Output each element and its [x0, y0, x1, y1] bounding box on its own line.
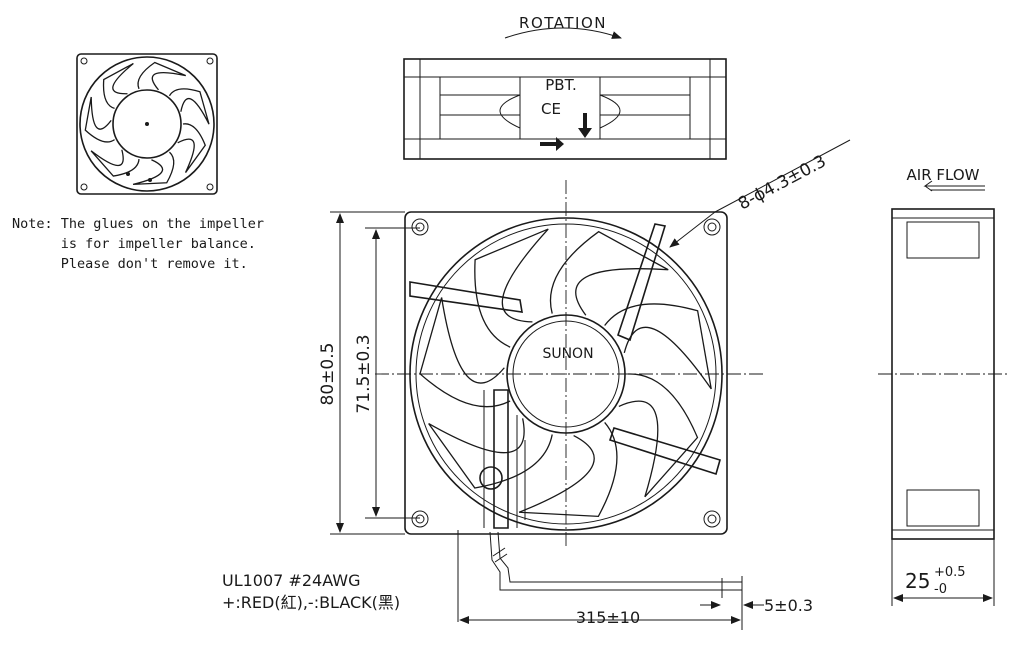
note-line: Note: The glues on the impeller: [12, 216, 264, 232]
fan-blade: [84, 96, 115, 143]
fan-blade: [518, 422, 618, 518]
lead-wires: 315±10 5±0.3: [457, 530, 813, 630]
mounting-hole: [411, 218, 429, 236]
fan-blade: [549, 230, 669, 316]
wire-spec: UL1007 #24AWG +:RED(紅),-:BLACK(黑): [222, 570, 400, 614]
mounting-hole: [411, 510, 429, 528]
sunon-brand: SUNON: [542, 346, 593, 362]
pbt-label: PBT.: [545, 76, 577, 94]
mounting-hole: [703, 510, 721, 528]
fan-blade: [90, 149, 140, 177]
fan-blade: [168, 88, 210, 125]
dim-strip-label: 5±0.3: [764, 596, 813, 615]
fan-blade: [132, 151, 175, 186]
impeller-note: Note: The glues on the impeller is for i…: [12, 214, 264, 274]
note-line: Please don't remove it.: [12, 256, 248, 272]
fan-blade: [428, 418, 553, 489]
mounting-hole-inner: [707, 514, 717, 524]
mounting-hole: [703, 218, 721, 236]
rotation-label: ROTATION: [519, 14, 607, 32]
fan-blade: [618, 373, 699, 498]
wire-polarity: +:RED(紅),-:BLACK(黑): [222, 593, 401, 612]
fan-blade: [102, 62, 134, 110]
ce-mark: CE: [541, 100, 561, 118]
fan-blade: [604, 303, 712, 390]
side-view: AIR FLOW 25 +0.5 -0: [878, 166, 1008, 606]
front-dimensions: 80±0.5 71.5±0.3: [318, 211, 420, 535]
dim-lead-label: 315±10: [576, 608, 640, 627]
hole-spec-label: 8-ϕ4.3±0.3: [735, 151, 830, 214]
hole-spec-callout: 8-ϕ4.3±0.3: [669, 139, 851, 248]
dim-depth-base: 25: [905, 569, 930, 593]
note-line: is for impeller balance.: [12, 236, 256, 252]
fan-blade: [474, 228, 549, 348]
mounting-hole-inner: [415, 222, 425, 232]
dim-holes-label: 71.5±0.3: [354, 334, 374, 413]
mounting-hole-inner: [415, 514, 425, 524]
fan-blade: [177, 123, 206, 173]
impeller-view: [76, 53, 218, 195]
fan-blade: [137, 61, 187, 91]
air-flow-label: AIR FLOW: [907, 166, 980, 184]
mounting-hole-inner: [707, 222, 717, 232]
dim-depth-tol-plus: +0.5: [934, 565, 966, 580]
fan-blade: [419, 297, 511, 408]
front-view: SUNON: [375, 180, 765, 548]
dim-outer-label: 80±0.5: [318, 343, 338, 406]
dim-depth-tol-minus: -0: [934, 582, 947, 597]
top-view: ROTATION PBT. CE: [403, 14, 727, 160]
wire-gauge: UL1007 #24AWG: [222, 571, 361, 590]
